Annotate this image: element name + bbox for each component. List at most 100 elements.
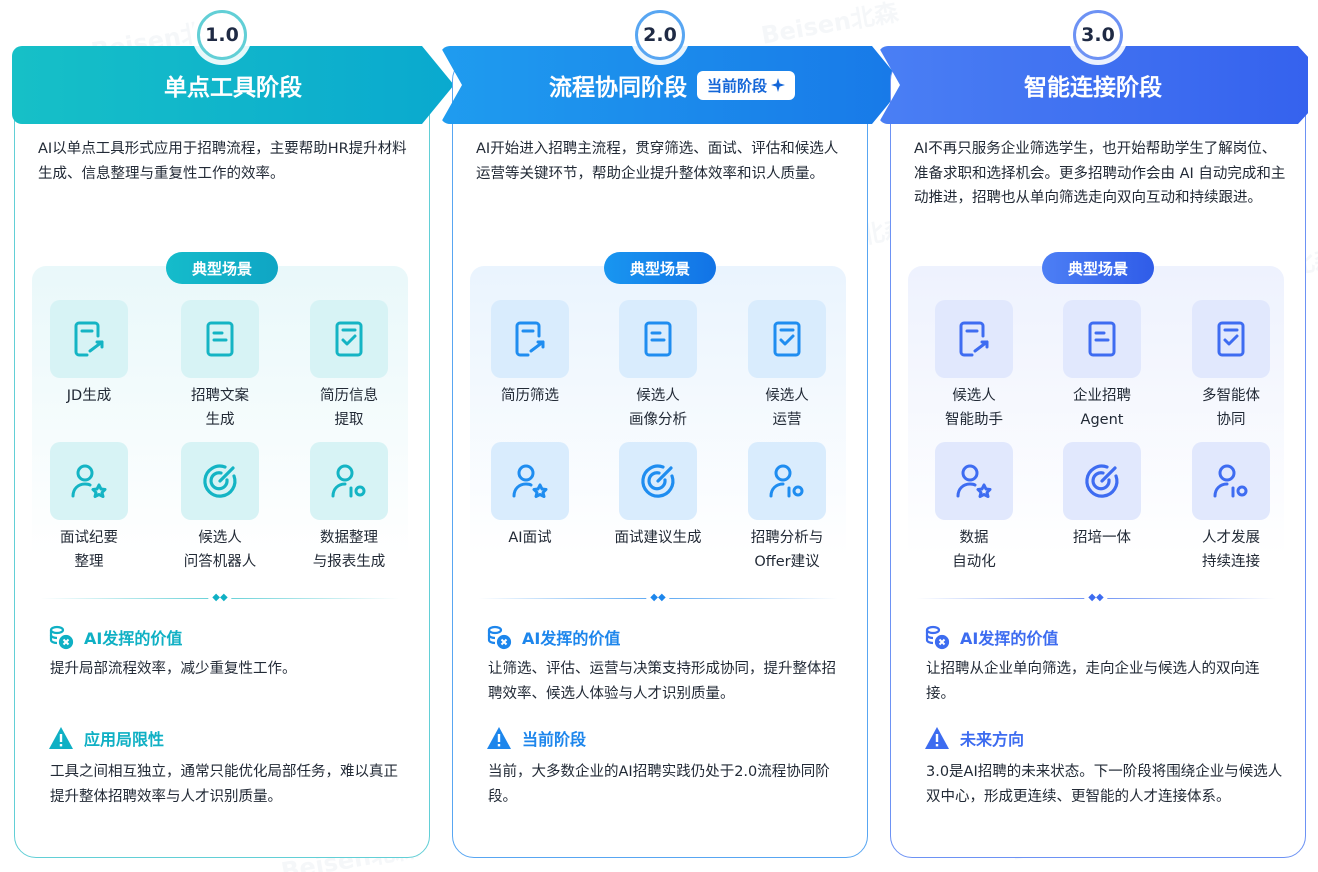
user-gear-icon bbox=[310, 442, 388, 520]
note-text: 3.0是AI招聘的未来状态。下一阶段将围绕企业与候选人双中心，形成更连续、更智能… bbox=[926, 764, 1283, 805]
scenario-label: 招聘文案 bbox=[191, 388, 249, 404]
value-title: AI发挥的价值 bbox=[522, 629, 621, 648]
scenario-label: 简历筛选 bbox=[501, 388, 559, 404]
user-star-icon bbox=[935, 442, 1013, 520]
scenario-tile: 人才发展持续连接 bbox=[1171, 442, 1291, 574]
scenario-tile: AI面试 bbox=[470, 442, 590, 550]
note-heading: 未来方向 bbox=[924, 726, 1024, 750]
doc-lines-icon bbox=[1063, 300, 1141, 378]
value-heading: AI发挥的价值 bbox=[924, 624, 1058, 650]
user-star-icon bbox=[50, 442, 128, 520]
scenario-label-2: 自动化 bbox=[952, 554, 996, 570]
value-text: 提升局部流程效率，减少重复性工作。 bbox=[50, 661, 297, 677]
scenario-label: 候选人 bbox=[198, 530, 242, 546]
scenario-tile: 候选人画像分析 bbox=[598, 300, 718, 432]
scenario-tile: 招培一体 bbox=[1042, 442, 1162, 550]
scenario-label: JD生成 bbox=[66, 388, 112, 404]
scenario-label-2: Agent bbox=[1080, 412, 1124, 428]
note-text: 当前，大多数企业的AI招聘实践仍处于2.0流程协同阶段。 bbox=[488, 764, 830, 805]
value-heading: AI发挥的价值 bbox=[48, 624, 182, 650]
section-divider: ◆◆ bbox=[478, 593, 838, 603]
coins-icon bbox=[925, 625, 950, 650]
value-title: AI发挥的价值 bbox=[84, 629, 183, 648]
diamond-divider-icon: ◆◆ bbox=[1084, 593, 1108, 603]
stage-banner: 流程协同阶段 当前阶段 bbox=[440, 46, 904, 124]
note-title: 未来方向 bbox=[960, 730, 1025, 749]
stage-title: 流程协同阶段 bbox=[548, 75, 687, 101]
scenario-label-2: 协同 bbox=[1216, 412, 1246, 428]
scenarios-label: 典型场景 bbox=[604, 252, 716, 284]
scenario-tile: 简历信息提取 bbox=[289, 300, 409, 432]
stage-column-1: 单点工具阶段 1.0 AI以单点工具形式应用于招聘流程，主要帮助HR提升材料生成… bbox=[12, 0, 454, 872]
scenarios-label: 典型场景 bbox=[1042, 252, 1154, 284]
doc-lines-icon bbox=[181, 300, 259, 378]
section-divider: ◆◆ bbox=[916, 593, 1276, 603]
stage-number-badge: 3.0 bbox=[1073, 10, 1123, 60]
section-divider: ◆◆ bbox=[40, 593, 400, 603]
target-icon bbox=[619, 442, 697, 520]
scenario-label: 候选人 bbox=[765, 388, 809, 404]
diamond-divider-icon: ◆◆ bbox=[208, 593, 232, 603]
scenario-tile: 面试建议生成 bbox=[598, 442, 718, 550]
scenario-label: AI面试 bbox=[508, 530, 552, 546]
scenario-tile: JD生成 bbox=[29, 300, 149, 408]
scenario-label-2: 画像分析 bbox=[629, 412, 687, 428]
stage-title: 单点工具阶段 bbox=[164, 75, 302, 101]
scenario-label: 候选人 bbox=[636, 388, 680, 404]
stage-title: 智能连接阶段 bbox=[1024, 75, 1162, 101]
value-text: 让招聘从企业单向筛选，走向企业与候选人的双向连接。 bbox=[926, 661, 1260, 702]
scenario-label-2: 持续连接 bbox=[1202, 554, 1260, 570]
scenario-label-2: 问答机器人 bbox=[183, 554, 257, 570]
scenario-tile: 数据整理与报表生成 bbox=[289, 442, 409, 574]
doc-lines-icon bbox=[619, 300, 697, 378]
scenario-tile: 企业招聘 Agent bbox=[1042, 300, 1162, 432]
scenario-tile: 简历筛选 bbox=[470, 300, 590, 408]
scenario-tile: 招聘文案生成 bbox=[160, 300, 280, 432]
scenario-label: 招聘分析与 bbox=[750, 530, 824, 546]
scenario-label: 简历信息 bbox=[320, 388, 378, 404]
scenario-tile: 候选人运营 bbox=[727, 300, 847, 432]
warning-icon bbox=[49, 727, 73, 749]
scenario-label: 企业招聘 bbox=[1073, 388, 1131, 404]
doc-edit-icon bbox=[491, 300, 569, 378]
coins-icon bbox=[487, 625, 512, 650]
note-title: 当前阶段 bbox=[522, 730, 587, 749]
note-heading: 当前阶段 bbox=[486, 726, 586, 750]
scenario-tile: 数据自动化 bbox=[914, 442, 1034, 574]
diamond-divider-icon: ◆◆ bbox=[646, 593, 670, 603]
stage-banner: 智能连接阶段 bbox=[878, 46, 1308, 124]
warning-icon bbox=[925, 727, 949, 749]
scenario-label-2: 生成 bbox=[205, 412, 235, 428]
note-heading: 应用局限性 bbox=[48, 726, 164, 750]
scenario-label-2: 智能助手 bbox=[945, 412, 1003, 428]
value-heading: AI发挥的价值 bbox=[486, 624, 620, 650]
stage-description: AI开始进入招聘主流程，贯穿筛选、面试、评估和候选人运营等关键环节，帮助企业提升… bbox=[476, 141, 839, 182]
scenario-label-2: 整理 bbox=[74, 554, 104, 570]
scenario-label: 招培一体 bbox=[1073, 530, 1131, 546]
scenario-label-2: 提取 bbox=[334, 412, 364, 428]
stage-description: AI以单点工具形式应用于招聘流程，主要帮助HR提升材料生成、信息整理与重复性工作… bbox=[38, 141, 407, 182]
scenario-label: 数据整理 bbox=[320, 530, 378, 546]
scenario-label: 候选人 bbox=[952, 388, 996, 404]
sparkle-icon bbox=[771, 78, 785, 92]
stage-banner: 单点工具阶段 bbox=[12, 46, 454, 124]
scenario-tile: 面试纪要整理 bbox=[29, 442, 149, 574]
stage-number-badge: 1.0 bbox=[197, 10, 247, 60]
scenarios-label: 典型场景 bbox=[166, 252, 278, 284]
note-text: 工具之间相互独立，通常只能优化局部任务，难以真正提升整体招聘效率与人才识别质量。 bbox=[50, 764, 398, 805]
doc-edit-icon bbox=[50, 300, 128, 378]
user-gear-icon bbox=[748, 442, 826, 520]
scenario-tile: 候选人问答机器人 bbox=[160, 442, 280, 574]
scenario-tile: 多智能体协同 bbox=[1171, 300, 1291, 432]
doc-check-icon bbox=[310, 300, 388, 378]
warning-icon bbox=[487, 727, 511, 749]
doc-edit-icon bbox=[935, 300, 1013, 378]
scenario-label: 数据 bbox=[959, 530, 989, 546]
user-star-icon bbox=[491, 442, 569, 520]
stage-description: AI不再只服务企业筛选学生，也开始帮助学生了解岗位、准备求职和选择机会。更多招聘… bbox=[914, 141, 1286, 206]
doc-check-icon bbox=[748, 300, 826, 378]
stage-column-3: 智能连接阶段 3.0 AI不再只服务企业筛选学生，也开始帮助学生了解岗位、准备求… bbox=[878, 0, 1308, 872]
current-stage-tag-label: 当前阶段 bbox=[706, 76, 767, 95]
